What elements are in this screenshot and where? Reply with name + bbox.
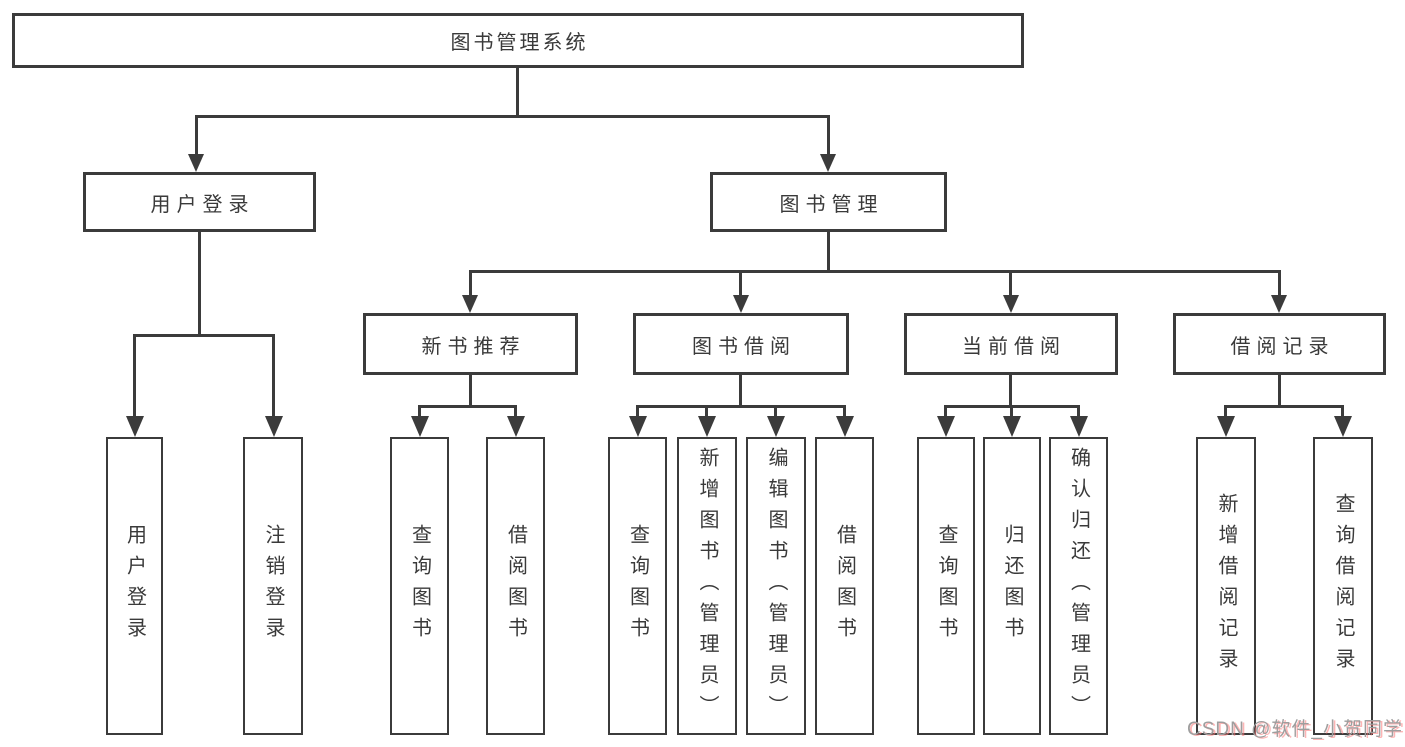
- node-records-query-borrow-record: 查询借阅记录: [1313, 437, 1373, 735]
- connector-vline: [739, 270, 742, 297]
- node-recommend-borrow-books: 借阅图书: [486, 437, 545, 735]
- arrow-down: [1334, 416, 1352, 437]
- node-label: 确认归还（管理员）: [1067, 446, 1090, 726]
- connector-vline: [1077, 405, 1080, 420]
- arrow-down: [629, 416, 647, 437]
- arrow-down: [820, 154, 836, 172]
- connector-vline: [133, 334, 136, 418]
- arrow-down: [265, 416, 283, 437]
- connector-vline: [198, 230, 201, 337]
- arrow-down: [188, 154, 204, 172]
- node-recommend-query-books: 查询图书: [390, 437, 449, 735]
- connector-vline: [272, 334, 275, 418]
- node-label: 归还图书: [1001, 524, 1023, 648]
- node-label: 借阅记录: [1230, 335, 1335, 358]
- node-borrowing-records: 借阅记录: [1173, 313, 1386, 375]
- connector-vline: [739, 373, 742, 408]
- node-book-borrowing: 图书借阅: [633, 313, 849, 375]
- connector-vline: [516, 66, 519, 117]
- connector-vline: [195, 115, 198, 157]
- node-label: 新增借阅记录: [1215, 493, 1237, 679]
- node-label: 当前借阅: [962, 335, 1066, 358]
- node-borrowing-borrow-books: 借阅图书: [815, 437, 874, 735]
- connector-vline: [469, 270, 472, 297]
- node-label: 图书管理系统: [450, 32, 589, 54]
- arrow-down: [507, 416, 525, 437]
- node-label: 用户登录: [123, 524, 146, 648]
- arrow-down: [1070, 416, 1088, 437]
- connector-vline: [774, 405, 777, 420]
- connector-vline: [944, 405, 947, 420]
- arrow-down: [937, 416, 955, 437]
- arrow-down: [462, 295, 478, 313]
- node-label: 用户登录: [150, 193, 255, 216]
- connector-vline: [1278, 373, 1281, 408]
- node-user-login: 用户登录: [83, 172, 316, 232]
- connector-hline: [418, 405, 517, 408]
- node-borrowing-query-books: 查询图书: [608, 437, 667, 735]
- connector-vline: [1010, 405, 1013, 420]
- node-label: 注销登录: [262, 524, 284, 648]
- connector-hline: [469, 270, 1281, 273]
- connector-vline: [1278, 270, 1281, 297]
- connector-vline: [843, 405, 846, 420]
- arrow-down: [767, 416, 785, 437]
- connector-hline: [1224, 405, 1344, 408]
- connector-vline: [827, 230, 830, 273]
- arrow-down: [411, 416, 429, 437]
- connector-vline: [1009, 373, 1012, 408]
- node-label: 新书推荐: [421, 335, 526, 358]
- arrow-down: [836, 416, 854, 437]
- node-label: 查询图书: [626, 524, 649, 648]
- node-label: 编辑图书（管理员）: [765, 446, 787, 726]
- node-label: 查询借阅记录: [1332, 493, 1354, 679]
- arrow-down: [1003, 416, 1021, 437]
- node-current-borrowing: 当前借阅: [904, 313, 1118, 375]
- connector-vline: [1224, 405, 1227, 420]
- node-current-query-books: 查询图书: [917, 437, 975, 735]
- connector-vline: [418, 405, 421, 420]
- connector-vline: [469, 373, 472, 408]
- node-label: 图书管理: [779, 193, 884, 216]
- connector-hline: [195, 115, 830, 118]
- node-records-add-borrow-record: 新增借阅记录: [1196, 437, 1256, 735]
- node-login-user-login: 用户登录: [106, 437, 163, 735]
- node-login-logout: 注销登录: [243, 437, 303, 735]
- connector-vline: [827, 115, 830, 157]
- node-current-return-books: 归还图书: [983, 437, 1041, 735]
- connector-vline: [1009, 270, 1012, 297]
- node-label: 图书借阅: [692, 335, 796, 358]
- arrow-down: [698, 416, 716, 437]
- node-library-management-system: 图书管理系统: [12, 13, 1024, 68]
- connector-vline: [514, 405, 517, 420]
- csdn-watermark: CSDN @软件_小贺同学: [1187, 719, 1403, 740]
- node-label: 查询图书: [408, 524, 431, 648]
- arrow-down: [1271, 295, 1287, 313]
- arrow-down: [1003, 295, 1019, 313]
- node-label: 借阅图书: [833, 524, 856, 648]
- connector-hline: [133, 334, 275, 337]
- connector-vline: [636, 405, 639, 420]
- node-label: 借阅图书: [504, 524, 527, 648]
- node-new-book-recommendation: 新书推荐: [363, 313, 578, 375]
- node-label: 查询图书: [935, 524, 957, 648]
- arrow-down: [126, 416, 144, 437]
- node-current-confirm-return-admin: 确认归还（管理员）: [1049, 437, 1108, 735]
- node-borrowing-add-book-admin: 新增图书（管理员）: [677, 437, 737, 735]
- connector-vline: [1341, 405, 1344, 420]
- arrow-down: [733, 295, 749, 313]
- connector-hline: [636, 405, 846, 408]
- node-label: 新增图书（管理员）: [696, 446, 718, 726]
- node-borrowing-edit-book-admin: 编辑图书（管理员）: [746, 437, 806, 735]
- node-book-management: 图书管理: [710, 172, 947, 232]
- connector-vline: [705, 405, 708, 420]
- arrow-down: [1217, 416, 1235, 437]
